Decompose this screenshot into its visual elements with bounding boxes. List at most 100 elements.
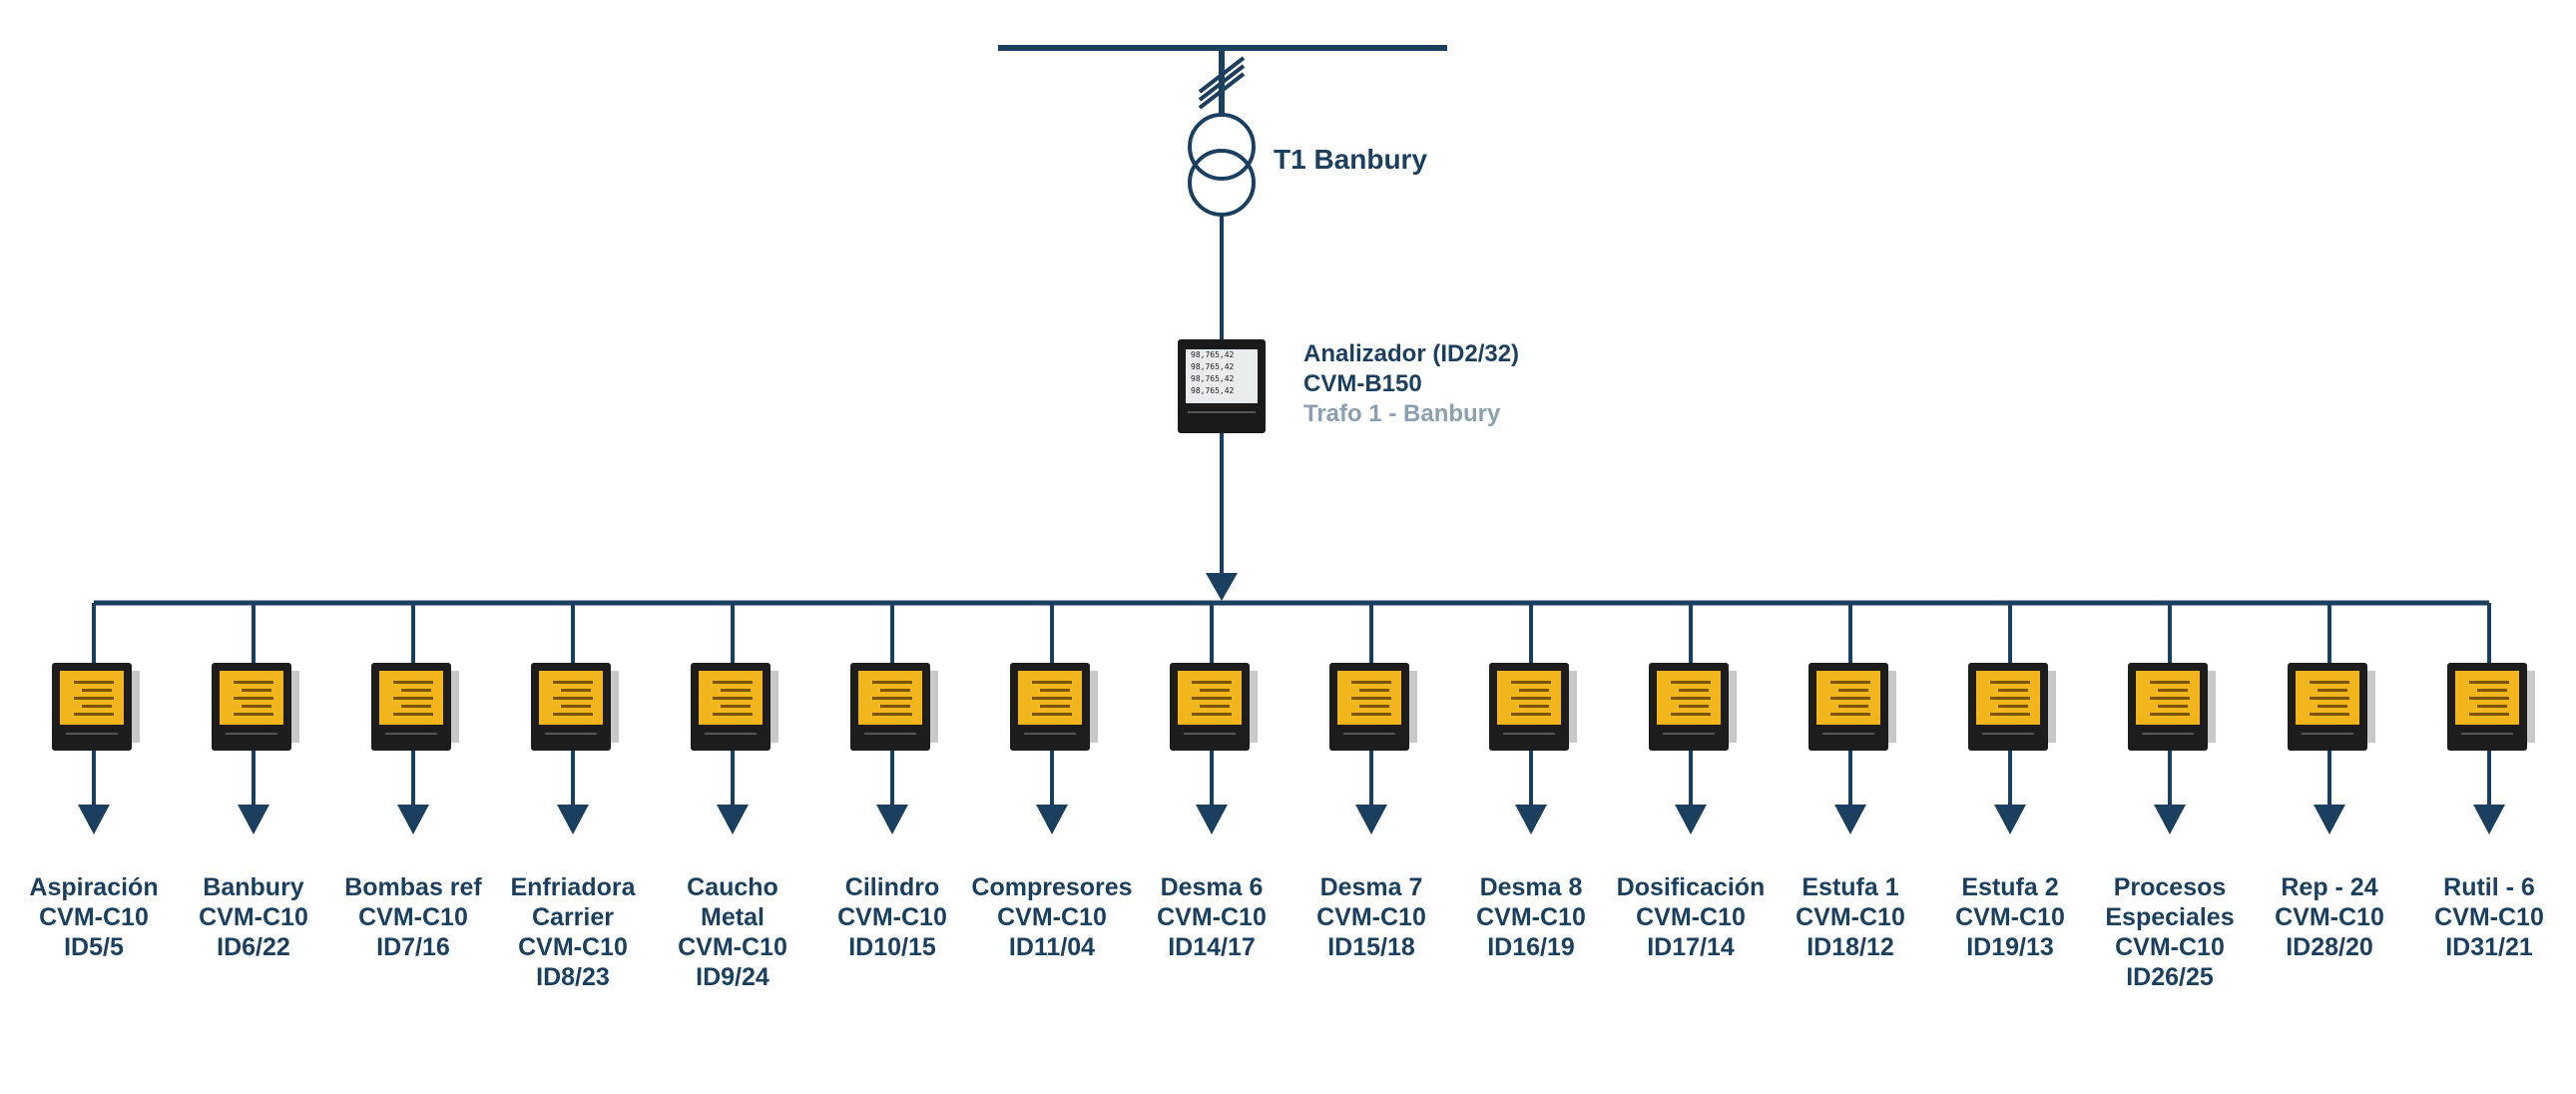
feeder-label-line: CVM-C10 xyxy=(1955,903,2065,931)
feeder-arrow xyxy=(1834,805,1866,834)
transformer-symbol xyxy=(1188,113,1256,217)
feeder-meter xyxy=(212,663,299,751)
meter-display xyxy=(699,671,763,725)
feeder-arrow xyxy=(2314,805,2345,834)
feeder-label-line: ID28/20 xyxy=(2286,933,2373,961)
feeder-label-line: Estufa 2 xyxy=(1961,873,2059,901)
transformer-label: T1 Banbury xyxy=(1274,144,1428,175)
feeder-label-line: Especiales xyxy=(2105,903,2235,931)
feeder-label-line: ID11/04 xyxy=(1008,933,1096,961)
meter-display xyxy=(1018,671,1082,725)
feeder-label-line: Caucho xyxy=(687,873,778,901)
feeder-label-line: CVM-C10 xyxy=(2115,933,2225,961)
feeder-label-line: CVM-C10 xyxy=(2275,903,2384,931)
feeder-label-line: Procesos xyxy=(2113,873,2227,901)
feeder-label-line: ID10/15 xyxy=(848,933,936,961)
meter-display xyxy=(1976,671,2040,725)
analyzer-label: Analizador (ID2/32) CVM-B150 Trafo 1 - B… xyxy=(1303,339,1519,429)
meter-display xyxy=(539,671,603,725)
feeder-arrow xyxy=(557,805,589,834)
feeder-meter xyxy=(2128,663,2216,751)
feeder-arrow xyxy=(238,805,269,834)
feeder-label-line: Bombas ref xyxy=(344,873,482,901)
meter-display xyxy=(379,671,443,725)
feeder-arrow xyxy=(876,805,908,834)
feeder-meter xyxy=(1649,663,1737,751)
feeder-label-line: ID7/16 xyxy=(376,933,450,961)
three-phase-hatch xyxy=(1198,56,1246,110)
feeder-label-line: ID15/18 xyxy=(1327,933,1415,961)
feeder-label-line: ID18/12 xyxy=(1806,933,1894,961)
feeder-label-line: Compresores xyxy=(971,873,1133,901)
feeder-meter xyxy=(1968,663,2056,751)
feeder-label-line: CVM-C10 xyxy=(1796,903,1905,931)
meter-display xyxy=(1497,671,1561,725)
feeder-arrow xyxy=(1355,805,1387,834)
feeder-arrow xyxy=(1036,805,1068,834)
feeder-label-line: CVM-C10 xyxy=(39,903,149,931)
feeder-arrow xyxy=(78,805,110,834)
feeder-label-line: ID19/13 xyxy=(1966,933,2054,961)
feeder-arrow xyxy=(1515,805,1547,834)
feeder-label-line: Desma 7 xyxy=(1319,873,1423,901)
feeder-arrow xyxy=(1196,805,1228,834)
meter-display xyxy=(2296,671,2359,725)
meter-display xyxy=(858,671,922,725)
feeder-meter xyxy=(2288,663,2375,751)
feeder-meter xyxy=(1170,663,1258,751)
feeder-label-line: Aspiración xyxy=(29,873,159,901)
feeder-label-line: CVM-C10 xyxy=(837,903,947,931)
meter-display xyxy=(2136,671,2200,725)
meter-display xyxy=(1657,671,1721,725)
feeder-label-line: Rutil - 6 xyxy=(2443,873,2535,901)
feeder-label-line: CVM-C10 xyxy=(1636,903,1746,931)
feeder-label-line: Cilindro xyxy=(844,873,940,901)
feeder-arrow xyxy=(1675,805,1707,834)
meter-display xyxy=(220,671,283,725)
feeder-meter xyxy=(1010,663,1098,751)
feeder-meter xyxy=(52,663,140,751)
feeder-meter xyxy=(531,663,619,751)
feeder-label-line: CVM-C10 xyxy=(199,903,308,931)
feeder-label-line: ID9/24 xyxy=(696,963,770,991)
analyzer-model: CVM-B150 xyxy=(1303,370,1422,397)
feeder-label-line: ID6/22 xyxy=(217,933,290,961)
feeder-label-line: CVM-C10 xyxy=(1316,903,1426,931)
analyzer-display: 98,765,42 98,765,42 98,765,42 98,765,42 xyxy=(1186,349,1258,403)
feeder-arrow xyxy=(717,805,749,834)
feeder-label-line: CVM-C10 xyxy=(1476,903,1586,931)
main-analyzer-device: 98,765,42 98,765,42 98,765,42 98,765,42 xyxy=(1178,339,1268,433)
feeder-label-line: CVM-C10 xyxy=(678,933,787,961)
feeder-label-line: CVM-C10 xyxy=(2434,903,2544,931)
feeder-arrow xyxy=(1994,805,2026,834)
feeder-label-line: ID26/25 xyxy=(2126,963,2214,991)
feeder-label-line: Enfriadora xyxy=(510,873,636,901)
meter-display xyxy=(60,671,124,725)
meter-display xyxy=(1816,671,1880,725)
distribution-arrow xyxy=(1206,573,1238,601)
feeder-arrow xyxy=(397,805,429,834)
feeder-label-line: CVM-C10 xyxy=(997,903,1107,931)
feeder-label-line: Rep - 24 xyxy=(2281,873,2378,901)
feeder-label-line: Estufa 1 xyxy=(1802,873,1899,901)
feeder-arrow xyxy=(2154,805,2186,834)
feeder-meter xyxy=(371,663,459,751)
feeder-label-line: ID8/23 xyxy=(536,963,610,991)
feeder-label-line: ID31/21 xyxy=(2445,933,2533,961)
analyzer-id: Analizador (ID2/32) xyxy=(1303,340,1520,367)
feeder-label-line: CVM-C10 xyxy=(1157,903,1267,931)
feeder-label-line: Banbury xyxy=(203,873,304,901)
feeder-label-line: Desma 8 xyxy=(1479,873,1583,901)
feeder-meter xyxy=(2447,663,2535,751)
feeder-meter xyxy=(1329,663,1417,751)
